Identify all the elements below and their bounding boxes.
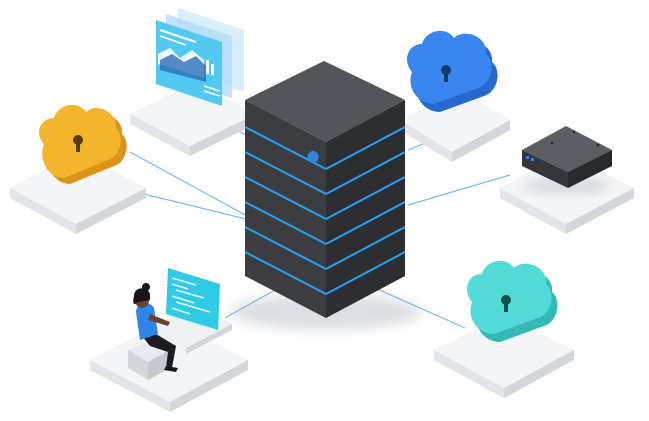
cloud-keyhole-icon [39, 104, 127, 184]
platform-top-left [130, 82, 256, 156]
platform-bottom-right [434, 316, 574, 398]
developer-at-desk-icon [128, 268, 232, 380]
connector-line [407, 174, 511, 206]
platform-top-right [400, 90, 510, 162]
cloud-keyhole-icon [467, 260, 558, 342]
power-indicator-icon [307, 151, 319, 163]
server-stripes-left [244, 126, 327, 295]
cloud-keyhole-icon [407, 30, 498, 112]
connector-line [139, 192, 259, 223]
server-stripes-right [325, 126, 406, 295]
connector-line [374, 287, 466, 329]
server-tower-icon [231, 61, 421, 330]
code-screen [166, 268, 220, 330]
connector-line [129, 151, 259, 223]
platform-left [10, 152, 146, 234]
rack-server-icon [522, 126, 612, 194]
dashboard-chart-icon [156, 8, 244, 106]
